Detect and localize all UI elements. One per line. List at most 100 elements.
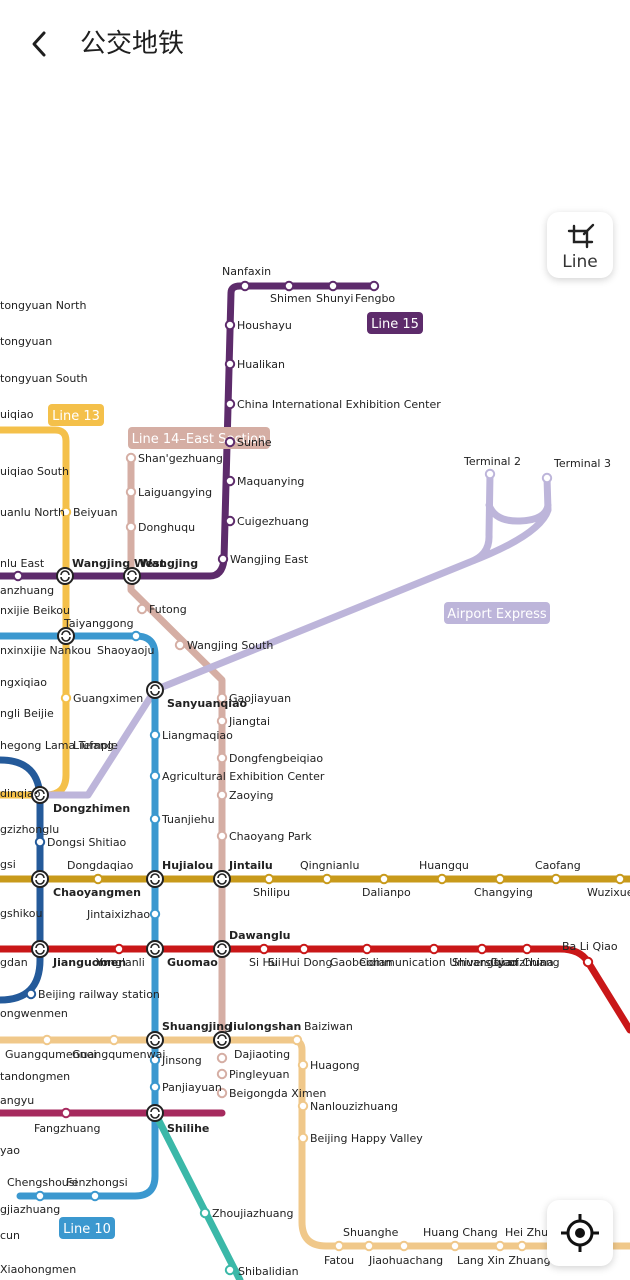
line-badge-line10[interactable]: Line 10 xyxy=(59,1217,115,1239)
station-marker[interactable] xyxy=(149,1081,161,1093)
station-marker[interactable] xyxy=(216,1068,228,1080)
station-label[interactable]: Gaojiayuan xyxy=(229,692,291,705)
station-label[interactable]: Qingnianlu xyxy=(300,859,359,872)
station-label[interactable]: Shilipu xyxy=(253,886,290,899)
station-marker[interactable] xyxy=(363,1240,375,1252)
station-label[interactable]: tongyuan North xyxy=(0,299,86,312)
station-label[interactable]: Dongzhimen xyxy=(53,802,130,815)
station-label[interactable]: Communication University of China xyxy=(359,956,554,969)
station-label[interactable]: Beijing railway station xyxy=(38,988,160,1001)
station-label[interactable]: Si Hui xyxy=(249,956,281,969)
station-label[interactable]: Nanfaxin xyxy=(222,265,271,278)
station-label[interactable]: dinqiao xyxy=(0,787,41,800)
station-label[interactable]: Sanyuanqiao xyxy=(167,697,247,710)
station-label[interactable]: uanlu North xyxy=(0,506,65,519)
station-label[interactable]: ngxiqiao xyxy=(0,676,47,689)
station-marker[interactable] xyxy=(333,1240,345,1252)
station-marker[interactable] xyxy=(224,358,236,370)
station-label[interactable]: Shuangjing xyxy=(162,1020,232,1033)
station-label[interactable]: nlu East xyxy=(0,557,45,570)
line-badge-line13[interactable]: Line 13 xyxy=(48,404,104,426)
station-marker[interactable] xyxy=(224,475,236,487)
station-label[interactable]: Jianguomen xyxy=(52,956,126,969)
station-marker[interactable] xyxy=(484,468,496,480)
station-label[interactable]: Zaoying xyxy=(229,789,274,802)
station-label[interactable]: Agricultural Exhibition Center xyxy=(162,770,325,783)
station-marker[interactable] xyxy=(398,1240,410,1252)
station-label[interactable]: Fenzhongsi xyxy=(66,1176,128,1189)
station-marker[interactable] xyxy=(149,770,161,782)
station-marker[interactable] xyxy=(263,873,275,885)
station-label[interactable]: nxinxijie Nankou xyxy=(0,644,91,657)
station-label[interactable]: Beijing Happy Valley xyxy=(310,1132,423,1145)
station-label[interactable]: Chengshousi xyxy=(7,1176,78,1189)
station-marker[interactable] xyxy=(216,1052,228,1064)
station-label[interactable]: Zhoujiazhuang xyxy=(212,1207,293,1220)
station-marker[interactable] xyxy=(368,280,380,292)
station-marker[interactable] xyxy=(224,436,236,448)
station-marker[interactable] xyxy=(258,943,270,955)
station-label[interactable]: Shuanghe xyxy=(343,1226,399,1239)
line-filter-button[interactable]: Line xyxy=(547,212,613,278)
interchange-station-marker[interactable] xyxy=(213,870,231,888)
station-label[interactable]: Huang Chang xyxy=(423,1226,498,1239)
station-label[interactable]: gsi xyxy=(0,858,16,871)
station-label[interactable]: Dalianpo xyxy=(362,886,411,899)
interchange-station-marker[interactable] xyxy=(146,940,164,958)
station-label[interactable]: gshikou xyxy=(0,907,42,920)
station-marker[interactable] xyxy=(34,836,46,848)
station-marker[interactable] xyxy=(216,1087,228,1099)
station-label[interactable]: Dawanglu xyxy=(229,929,290,942)
station-label[interactable]: Huagong xyxy=(310,1059,360,1072)
station-marker[interactable] xyxy=(216,692,228,704)
station-marker[interactable] xyxy=(224,515,236,527)
station-label[interactable]: Shilihe xyxy=(167,1122,209,1135)
station-label[interactable]: Jinsong xyxy=(161,1054,202,1067)
interchange-station-marker[interactable] xyxy=(57,627,75,645)
station-label[interactable]: anzhuang xyxy=(0,584,54,597)
station-label[interactable]: Wangjing xyxy=(140,557,198,570)
station-marker[interactable] xyxy=(494,873,506,885)
station-marker[interactable] xyxy=(113,943,125,955)
station-label[interactable]: Maquanying xyxy=(237,475,304,488)
station-label[interactable]: Nanlouzizhuang xyxy=(310,1100,398,1113)
station-marker[interactable] xyxy=(298,943,310,955)
station-label[interactable]: Guangqumennei xyxy=(5,1048,96,1061)
station-marker[interactable] xyxy=(217,553,229,565)
station-label[interactable]: Lang Xin Zhuang xyxy=(457,1254,551,1267)
station-label[interactable]: gzizhonglu xyxy=(0,823,59,836)
interchange-station-marker[interactable] xyxy=(123,567,141,585)
station-label[interactable]: Huangqu xyxy=(419,859,469,872)
station-marker[interactable] xyxy=(149,813,161,825)
interchange-station-marker[interactable] xyxy=(213,940,231,958)
station-label[interactable]: Dongsi Shitiao xyxy=(47,836,127,849)
line-badge-airport[interactable]: Airport Express xyxy=(444,602,550,624)
station-label[interactable]: Fangzhuang xyxy=(34,1122,100,1135)
station-label[interactable]: Hujialou xyxy=(162,859,213,872)
station-label[interactable]: Chaoyang Park xyxy=(229,830,312,843)
station-marker[interactable] xyxy=(297,1059,309,1071)
station-label[interactable]: Ba Li Qiao xyxy=(562,940,618,953)
station-label[interactable]: Wangjing West xyxy=(72,557,165,570)
station-marker[interactable] xyxy=(216,830,228,842)
station-marker[interactable] xyxy=(239,280,251,292)
station-marker[interactable] xyxy=(436,873,448,885)
station-label[interactable]: Dongdaqiao xyxy=(67,859,134,872)
station-label[interactable]: Guangqumenwai xyxy=(72,1048,165,1061)
station-label[interactable]: tongyuan xyxy=(0,335,52,348)
station-marker[interactable] xyxy=(149,908,161,920)
station-label[interactable]: gdan xyxy=(0,956,28,969)
station-label[interactable]: Terminal 3 xyxy=(553,457,611,470)
station-label[interactable]: China International Exhibition Center xyxy=(237,398,441,411)
station-marker[interactable] xyxy=(60,506,72,518)
station-label[interactable]: Tuanjiehu xyxy=(161,813,215,826)
station-label[interactable]: Hualikan xyxy=(237,358,285,371)
station-label[interactable]: gjiazhuang xyxy=(0,1203,60,1216)
station-marker[interactable] xyxy=(125,521,137,533)
station-marker[interactable] xyxy=(521,943,533,955)
station-label[interactable]: Shaoyaoju xyxy=(97,644,154,657)
station-label[interactable]: Liangmaqiao xyxy=(162,729,233,742)
station-marker[interactable] xyxy=(582,956,594,968)
station-marker[interactable] xyxy=(130,630,142,642)
